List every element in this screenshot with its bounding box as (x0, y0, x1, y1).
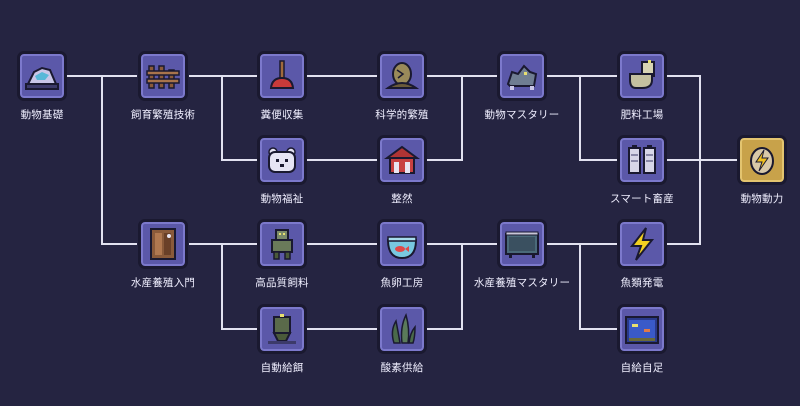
connector (579, 75, 617, 161)
node-fish-egg-workshop[interactable]: 魚卵工房 (347, 219, 457, 290)
lightning-egg-icon (744, 142, 780, 178)
fishbowl-icon (384, 226, 420, 262)
node-tile (737, 135, 787, 185)
node-tile (17, 51, 67, 101)
connector (221, 75, 257, 161)
node-label: 水産養殖入門 (130, 277, 196, 289)
node-auto-feeding[interactable]: 自動給餌 (227, 304, 337, 375)
node-label: 飼育繁殖技術 (130, 109, 196, 121)
node-tile (617, 135, 667, 185)
node-self-sufficiency[interactable]: 自給自足 (587, 304, 697, 375)
node-animal-power[interactable]: 動物動力 (707, 135, 800, 206)
battery-icon (624, 142, 660, 178)
node-label: 科学的繁殖 (375, 109, 429, 121)
node-tile (497, 219, 547, 269)
node-tile (617, 219, 667, 269)
node-premium-feed[interactable]: 高品質飼料 (227, 219, 337, 290)
node-scientific-breeding[interactable]: 科学的繁殖 (347, 51, 457, 122)
node-tile (257, 219, 307, 269)
plunger-icon (264, 58, 300, 94)
node-feeding-breeding-tech[interactable]: 飼育繁殖技術 (108, 51, 218, 122)
node-tile (257, 135, 307, 185)
node-label: 動物福祉 (260, 193, 304, 205)
node-oxygen-supply[interactable]: 酸素供給 (347, 304, 457, 375)
node-tile (497, 51, 547, 101)
node-label: 動物基礎 (20, 109, 64, 121)
node-label: 動物マスタリー (484, 109, 560, 121)
toilet-icon (624, 58, 660, 94)
node-label: 水産養殖マスタリー (473, 277, 571, 289)
node-label: スマート畜産 (610, 193, 674, 205)
node-animal-welfare[interactable]: 動物福祉 (227, 135, 337, 206)
node-aquaculture-intro[interactable]: 水産養殖入門 (108, 219, 218, 290)
node-label: 動物動力 (740, 193, 784, 205)
beast-icon (504, 58, 540, 94)
connector (101, 75, 137, 245)
fish-tank-icon (624, 311, 660, 347)
node-tile (257, 51, 307, 101)
node-fertilizer-factory[interactable]: 肥料工場 (587, 51, 697, 122)
node-aquaculture-mastery[interactable]: 水産養殖マスタリー (467, 219, 577, 290)
fence-icon (145, 58, 181, 94)
node-fish-power[interactable]: 魚類発電 (587, 219, 697, 290)
node-tile (138, 219, 188, 269)
node-tile (257, 304, 307, 354)
node-tile (138, 51, 188, 101)
node-label: 肥料工場 (620, 109, 664, 121)
node-animal-mastery[interactable]: 動物マスタリー (467, 51, 577, 122)
robot-icon (264, 226, 300, 262)
node-label: 自動給餌 (260, 362, 304, 374)
node-tile (377, 135, 427, 185)
node-label: 酸素供給 (380, 362, 424, 374)
connector (221, 243, 257, 330)
node-animal-basics[interactable]: 動物基礎 (0, 51, 97, 122)
feeder-icon (264, 311, 300, 347)
node-label: 自給自足 (620, 362, 664, 374)
node-tile (377, 51, 427, 101)
node-smart-livestock[interactable]: スマート畜産 (587, 135, 697, 206)
node-label: 魚卵工房 (380, 277, 424, 289)
node-manure-collection[interactable]: 糞便収集 (227, 51, 337, 122)
lightning-icon (624, 226, 660, 262)
door-icon (145, 226, 181, 262)
seaweed-icon (384, 311, 420, 347)
node-label: 糞便収集 (260, 109, 304, 121)
node-tile (617, 304, 667, 354)
bear-face-icon (264, 142, 300, 178)
node-orderly[interactable]: 整然 (347, 135, 457, 206)
connector (427, 75, 463, 161)
connector (427, 243, 463, 330)
rock-vent-icon (24, 58, 60, 94)
node-tile (377, 304, 427, 354)
egg-nest-icon (384, 58, 420, 94)
aquarium-icon (504, 226, 540, 262)
node-label: 魚類発電 (620, 277, 664, 289)
node-label: 高品質飼料 (255, 277, 309, 289)
node-label: 整然 (391, 193, 413, 205)
barn-icon (384, 142, 420, 178)
node-tile (617, 51, 667, 101)
node-tile (377, 219, 427, 269)
connector (579, 243, 617, 330)
